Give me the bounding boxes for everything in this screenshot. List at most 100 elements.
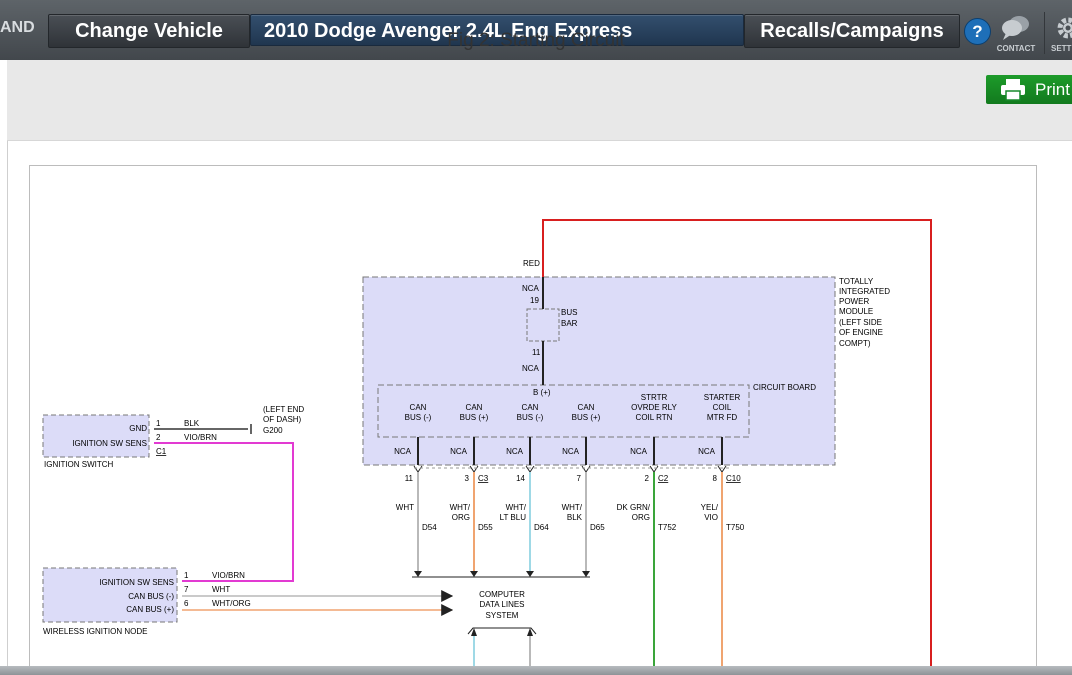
sidebar-edge — [0, 60, 8, 666]
wire-arrow — [470, 571, 478, 577]
nca-label: NCA — [450, 447, 468, 456]
connector-id: C2 — [658, 474, 669, 483]
win-pin-7: 7 — [184, 585, 189, 594]
connector-mark — [469, 465, 479, 473]
wire-color-2: ORG — [632, 513, 650, 522]
win-wire-1: VIO/BRN — [212, 571, 245, 580]
wire-arrow — [414, 571, 422, 577]
svg-text:TOTALLY: TOTALLY — [839, 277, 874, 286]
ground-note-2: OF DASH) — [263, 415, 302, 424]
board-pin-label: CAN — [522, 403, 539, 412]
connector-id: C3 — [478, 474, 489, 483]
contact-label: CONTACT — [996, 44, 1036, 53]
settings-button[interactable]: SETT — [1044, 12, 1072, 54]
printer-icon — [1001, 79, 1025, 101]
nca-label: NCA — [506, 447, 524, 456]
connector-mark — [581, 465, 591, 473]
wireless-ignition-node[interactable] — [42, 567, 178, 623]
connector-mark — [649, 465, 659, 473]
svg-text:MODULE: MODULE — [839, 307, 873, 316]
recalls-campaigns-button[interactable]: Recalls/Campaigns — [744, 14, 960, 48]
svg-text:INTEGRATED: INTEGRATED — [839, 287, 890, 296]
print-button[interactable]: Print — [986, 75, 1072, 104]
pin-number: 2 — [645, 474, 650, 483]
circuit-board-label: CIRCUIT BOARD — [753, 383, 816, 392]
nca-label: NCA — [562, 447, 580, 456]
gear-icon — [1057, 17, 1072, 39]
board-pin-label: CAN — [410, 403, 427, 412]
win-wire-2: WHT — [212, 585, 230, 594]
circuit-id: D54 — [422, 523, 437, 532]
print-label: Print — [1035, 80, 1070, 99]
figure-header — [7, 60, 1072, 141]
connector-mark — [525, 465, 535, 473]
circuit-id: T750 — [726, 523, 745, 532]
bottom-scrollbar[interactable] — [0, 666, 1072, 675]
wire-color: WHT/ — [450, 503, 471, 512]
board-pin-label: COIL — [713, 403, 732, 412]
ign-pin-1: 1 — [156, 419, 161, 428]
red-wire — [542, 219, 932, 666]
settings-label: SETT — [1051, 44, 1072, 53]
board-pin-label: COIL RTN — [636, 413, 673, 422]
nca-label: NCA — [630, 447, 648, 456]
wire-arrow — [582, 571, 590, 577]
wire-color: WHT/ — [562, 503, 583, 512]
board-pin-label: STARTER — [704, 393, 741, 402]
board-pin-label: BUS (+) — [572, 413, 601, 422]
connector-mark — [413, 465, 423, 473]
wire-color: WHT — [396, 503, 414, 512]
bus-bar-label-1: BUS — [561, 308, 577, 317]
board-pin-label: BUS (-) — [405, 413, 432, 422]
pin-11-top: 11 — [532, 348, 541, 357]
wire-color-2: BLK — [567, 513, 583, 522]
nca-label: NCA — [394, 447, 412, 456]
wire-color-2: LT BLU — [500, 513, 527, 522]
svg-text:OF ENGINE: OF ENGINE — [839, 328, 883, 337]
board-pin-label: CAN — [466, 403, 483, 412]
ignition-switch[interactable] — [42, 414, 150, 458]
connector-id: C10 — [726, 474, 741, 483]
figure-title: Fig 2: Starting Circuit — [447, 30, 625, 51]
ign-gnd-label: GND — [129, 424, 147, 433]
wire-color: WHT/ — [506, 503, 527, 512]
win-pin-6: 6 — [184, 599, 189, 608]
wire-color-2: ORG — [452, 513, 470, 522]
tipm-label: TOTALLY INTEGRATED POWER MODULE (LEFT SI… — [839, 277, 890, 348]
wire-arrow — [526, 571, 534, 577]
wire-color-2: VIO — [704, 513, 718, 522]
nca-label: NCA — [698, 447, 716, 456]
ground-note-1: (LEFT END — [263, 405, 304, 414]
ign-wire-viobrn: VIO/BRN — [184, 433, 217, 442]
svg-text:POWER: POWER — [839, 297, 869, 306]
pin-number: 8 — [713, 474, 718, 483]
contact-button[interactable]: CONTACT — [994, 12, 1038, 54]
ign-switch-label: IGNITION SWITCH — [44, 460, 114, 469]
win-wire-3: WHT/ORG — [212, 599, 251, 608]
wire-color: YEL/ — [701, 503, 719, 512]
starting-circuit-schematic: RED NCA 19 BUS BAR 11 NCA B (+) CIRCUIT … — [42, 219, 932, 666]
cdl-system-label: COMPUTER DATA LINES SYSTEM — [479, 590, 525, 620]
top-toolbar: AND Change Vehicle 2010 Dodge Avenger 2.… — [0, 0, 1072, 60]
board-pin-label: BUS (+) — [460, 413, 489, 422]
win-label: WIRELESS IGNITION NODE — [43, 627, 147, 636]
chat-bubble-icon — [1002, 16, 1029, 40]
b-plus-label: B (+) — [533, 388, 551, 397]
circuit-id: D65 — [590, 523, 605, 532]
pin-number: 7 — [577, 474, 582, 483]
ign-conn-c1: C1 — [156, 447, 167, 456]
circuit-id: D55 — [478, 523, 493, 532]
help-icon[interactable]: ? — [964, 18, 991, 45]
board-pin-label: BUS (-) — [517, 413, 544, 422]
vehicle-selector[interactable]: 2010 Dodge Avenger 2.4L Eng Express — [250, 14, 744, 46]
change-vehicle-button[interactable]: Change Vehicle — [48, 14, 250, 48]
ign-sens-label: IGNITION SW SENS — [72, 439, 147, 448]
svg-text:DATA LINES: DATA LINES — [479, 600, 524, 609]
svg-text:(LEFT SIDE: (LEFT SIDE — [839, 318, 882, 327]
circuit-id: D64 — [534, 523, 549, 532]
wire-color: DK GRN/ — [617, 503, 651, 512]
board-pin-label: MTR FD — [707, 413, 737, 422]
board-pin-label: OVRDE RLY — [631, 403, 677, 412]
svg-text:SYSTEM: SYSTEM — [486, 611, 519, 620]
